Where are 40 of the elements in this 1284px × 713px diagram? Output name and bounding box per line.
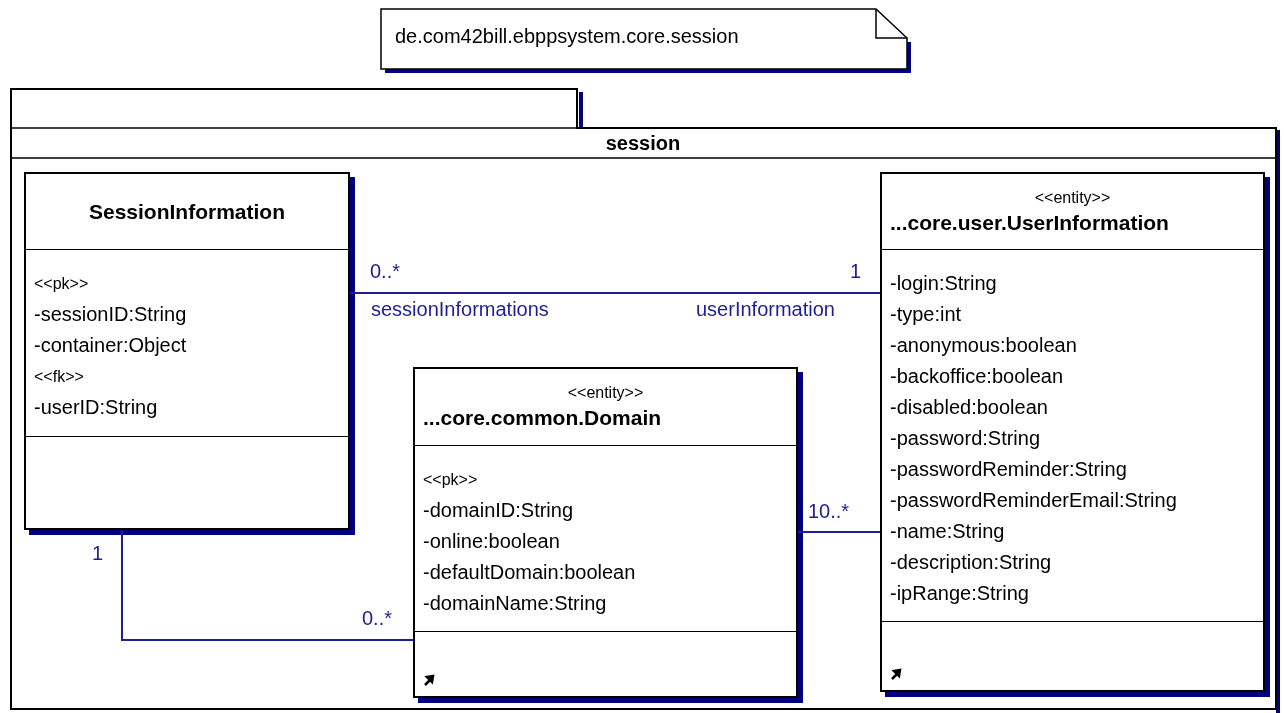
multiplicity-label: 10..* bbox=[808, 499, 850, 523]
attribute: -sessionID:String bbox=[34, 302, 187, 327]
attribute: -description:String bbox=[890, 550, 1052, 575]
multiplicity-label: 1 bbox=[850, 259, 862, 283]
stereotype: <<entity>> bbox=[1034, 187, 1111, 208]
multiplicity-label: 0..* bbox=[370, 259, 401, 283]
class-name: ...core.common.Domain bbox=[423, 405, 662, 431]
attribute: -type:int bbox=[890, 302, 962, 327]
attribute: -login:String bbox=[890, 271, 997, 296]
attribute: -passwordReminder:String bbox=[890, 457, 1127, 482]
package-frame bbox=[10, 88, 1282, 713]
multiplicity-label: sessionInformations bbox=[371, 297, 549, 321]
attribute: -userID:String bbox=[34, 395, 158, 420]
attribute: -disabled:boolean bbox=[890, 395, 1048, 420]
attribute: -online:boolean bbox=[423, 529, 560, 554]
package-name: session bbox=[605, 131, 681, 156]
association-line bbox=[121, 529, 414, 641]
attribute: -defaultDomain:boolean bbox=[423, 560, 636, 585]
note-box bbox=[380, 8, 912, 74]
attribute: -backoffice:boolean bbox=[890, 364, 1064, 389]
attribute: -domainName:String bbox=[423, 591, 607, 616]
attribute: -ipRange:String bbox=[890, 581, 1029, 606]
class-name: SessionInformation bbox=[89, 198, 285, 225]
attribute: -domainID:String bbox=[423, 498, 574, 523]
attribute: -container:Object bbox=[34, 333, 187, 358]
stereotype: <<entity>> bbox=[567, 383, 644, 403]
attribute: -anonymous:boolean bbox=[890, 333, 1077, 358]
attribute: -passwordReminderEmail:String bbox=[890, 488, 1177, 513]
multiplicity-label: 0..* bbox=[362, 606, 393, 630]
association-line bbox=[349, 292, 881, 294]
multiplicity-label: 1 bbox=[92, 541, 104, 565]
stereotype: <<pk>> bbox=[423, 470, 478, 490]
note-text: de.com42bill.ebppsystem.core.session bbox=[395, 24, 739, 49]
class-name: ...core.user.UserInformation bbox=[890, 209, 1169, 236]
attribute: -password:String bbox=[890, 426, 1041, 451]
attribute: -name:String bbox=[890, 519, 1005, 544]
stereotype: <<fk>> bbox=[34, 367, 84, 387]
association-line bbox=[797, 531, 881, 533]
multiplicity-label: userInformation bbox=[696, 297, 835, 321]
stereotype: <<pk>> bbox=[34, 274, 89, 294]
